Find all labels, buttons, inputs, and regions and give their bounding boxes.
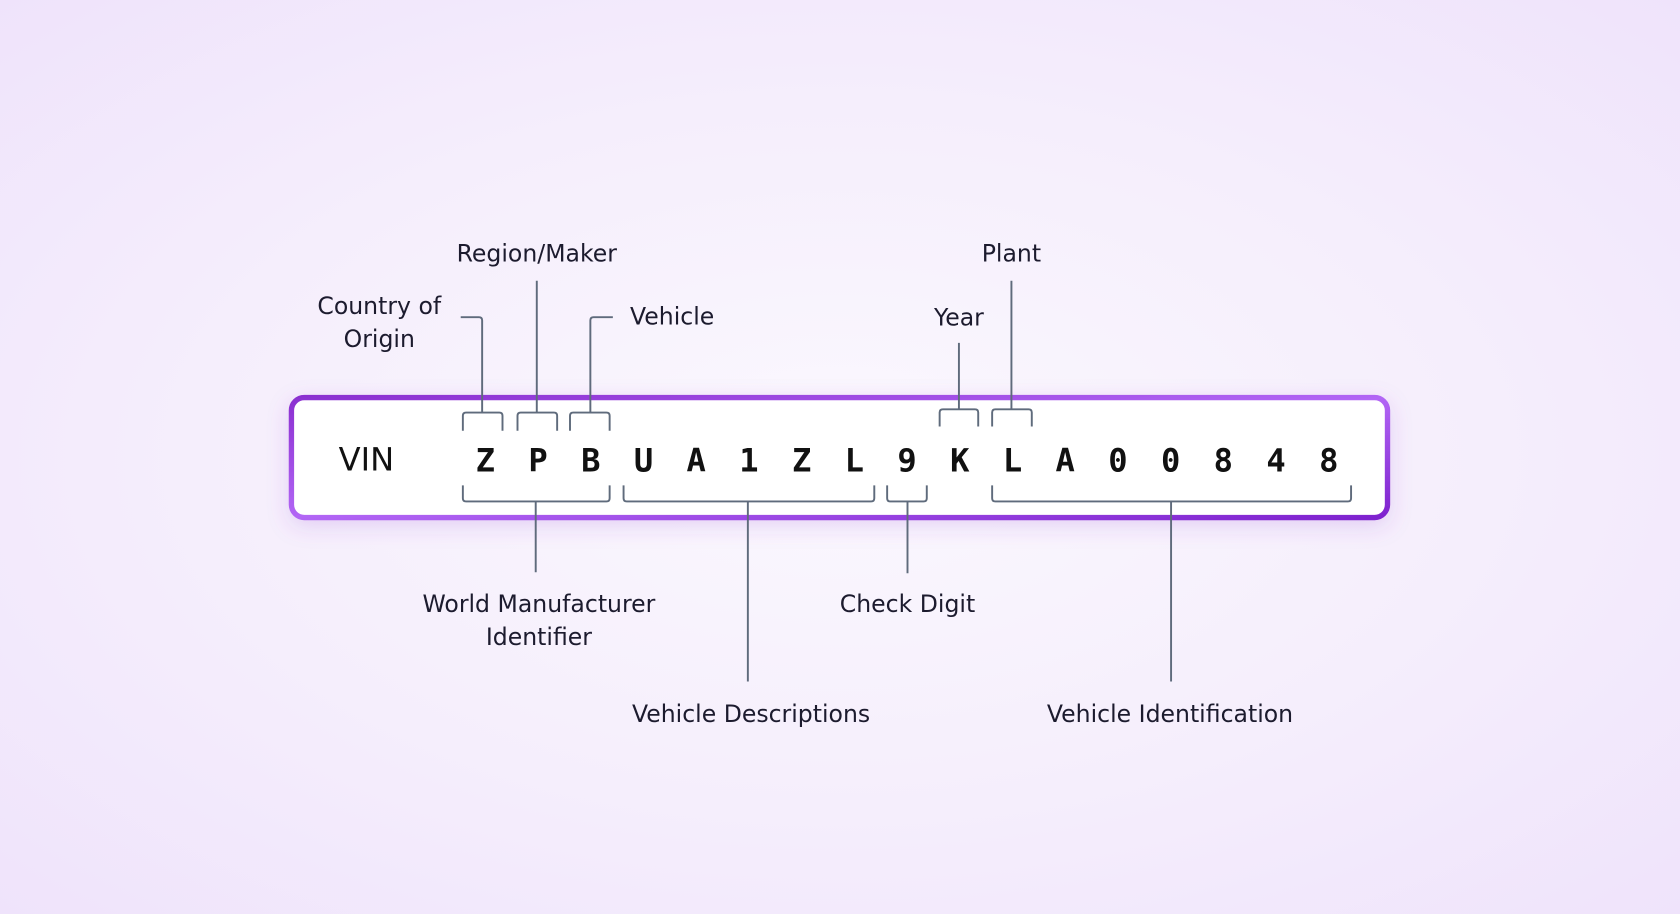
label-country-of-origin: Country of <box>317 292 442 320</box>
vin-character: 8 <box>1214 441 1233 479</box>
connector-vehicle <box>589 316 613 413</box>
vin-character: 0 <box>1161 441 1180 479</box>
bracket-descriptions <box>622 485 876 503</box>
label-vehicle: Vehicle <box>630 303 714 331</box>
vin-character: Z <box>476 441 495 479</box>
vin-character: A <box>687 441 706 479</box>
vin-character: 9 <box>897 441 916 479</box>
vin-character: U <box>634 441 653 479</box>
vin-character: Z <box>792 441 811 479</box>
vin-character: L <box>845 441 864 479</box>
vin-character: P <box>528 441 547 479</box>
vin-character: A <box>1056 441 1075 479</box>
label-year: Year <box>933 304 984 332</box>
label-country-of-origin-2: Origin <box>344 325 415 353</box>
vin-box <box>288 394 1391 521</box>
label-plant: Plant <box>982 239 1041 267</box>
label-wmi: World Manufacturer <box>422 590 655 618</box>
vin-character: 1 <box>739 441 758 479</box>
vin-character: L <box>1003 441 1022 479</box>
vin-character: K <box>950 441 970 479</box>
vin-character: 0 <box>1108 441 1127 479</box>
vin-character: B <box>581 441 600 479</box>
vin-character: 4 <box>1266 441 1285 479</box>
label-vehicle-identification: Vehicle Identification <box>1047 700 1293 728</box>
label-region-maker: Region/Maker <box>457 239 618 267</box>
label-wmi-2: Identifier <box>486 623 592 651</box>
vin-title: VIN <box>339 440 394 478</box>
label-check-digit: Check Digit <box>840 590 975 618</box>
connector-country <box>460 316 484 413</box>
vin-character: 8 <box>1319 441 1338 479</box>
label-vehicle-descriptions: Vehicle Descriptions <box>632 700 870 728</box>
